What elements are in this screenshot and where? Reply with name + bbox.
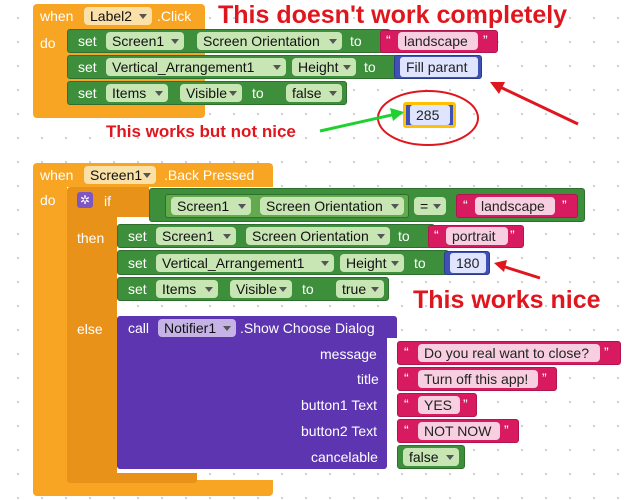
component-dropdown-screen1[interactable]: Screen1 [84, 166, 156, 184]
to-label: to [252, 85, 264, 101]
event-block-label2-body [33, 28, 65, 110]
to-label: to [364, 59, 376, 75]
annotation-bottom: This works nice [413, 286, 601, 314]
do-label: do [40, 35, 56, 51]
property-dropdown[interactable]: Screen Orientation [246, 227, 390, 245]
if-block-bottom [67, 473, 197, 483]
component-dropdown-notifier1[interactable]: Notifier1 [158, 319, 236, 337]
set-label: set [128, 228, 147, 244]
if-label: if [104, 193, 111, 209]
arg-label-message: message [320, 346, 377, 362]
annotation-middle: This works but not nice [106, 122, 296, 141]
event-name: .Click [157, 8, 192, 24]
string-value[interactable]: landscape [398, 32, 478, 50]
red-arrow-bottom-head [494, 260, 507, 272]
set-label: set [128, 281, 147, 297]
quote-right: ” [483, 32, 488, 48]
set-label: set [128, 255, 147, 271]
to-label: to [350, 33, 362, 49]
to-label: to [398, 228, 410, 244]
fill-parent-value[interactable]: Fill parant [400, 57, 478, 77]
component-dropdown[interactable]: Vertical_Arrangement1 [156, 254, 334, 272]
title-value[interactable]: Turn off this app! [418, 370, 538, 388]
quote-right: ” [504, 422, 509, 438]
property-dropdown[interactable]: Height [340, 254, 404, 272]
set-label: set [78, 59, 97, 75]
do-label: do [40, 192, 56, 208]
then-label: then [77, 230, 105, 246]
button2-value[interactable]: NOT NOW [418, 422, 500, 440]
property-dropdown[interactable]: Height [292, 58, 356, 76]
red-arrow-bottom-shaft [501, 264, 541, 280]
quote-right: ” [510, 227, 515, 243]
property-dropdown[interactable]: Visible [230, 280, 292, 298]
when-label: when [40, 8, 74, 24]
green-arrow-shaft [319, 112, 397, 133]
boolean-dropdown-false[interactable]: false [286, 84, 342, 102]
quote-left: “ [404, 422, 409, 438]
quote-left: “ [434, 227, 439, 243]
when-label: when [40, 167, 74, 183]
quote-left: “ [404, 370, 409, 386]
red-arrow-top-shaft [497, 84, 579, 126]
message-value[interactable]: Do you real want to close? [418, 344, 600, 362]
component-dropdown[interactable]: Screen1 [106, 32, 184, 50]
component-dropdown[interactable]: Items [106, 84, 168, 102]
cancelable-value[interactable]: false [403, 448, 459, 466]
quote-left: “ [404, 344, 409, 360]
component-dropdown[interactable]: Items [156, 280, 218, 298]
else-label: else [77, 321, 103, 337]
property-dropdown[interactable]: Screen Orientation [197, 32, 342, 50]
quote-left: “ [386, 32, 391, 48]
call-block-body [117, 338, 387, 469]
button1-value[interactable]: YES [418, 396, 460, 414]
method-name: .Show Choose Dialog [240, 320, 375, 336]
loose-number-value[interactable]: 285 [410, 105, 450, 125]
quote-right: ” [463, 396, 468, 412]
event-block-footer [33, 480, 273, 496]
property-dropdown[interactable]: Screen Orientation [260, 197, 404, 215]
set-label: set [78, 85, 97, 101]
arg-label-button1: button1 Text [301, 397, 378, 413]
quote-right: ” [604, 344, 609, 360]
string-value[interactable]: landscape [475, 197, 555, 215]
operator-dropdown[interactable]: = [414, 197, 446, 215]
quote-left: “ [404, 396, 409, 412]
set-label: set [78, 33, 97, 49]
gear-icon[interactable]: ✲ [77, 192, 93, 208]
component-dropdown[interactable]: Screen1 [171, 197, 251, 215]
arg-label-button2: button2 Text [301, 423, 378, 439]
string-value[interactable]: portrait [446, 227, 508, 245]
if-block-spine [67, 217, 117, 477]
component-dropdown[interactable]: Screen1 [156, 227, 236, 245]
to-label: to [302, 281, 314, 297]
red-arrow-top-head [490, 82, 505, 94]
arg-label-cancelable: cancelable [311, 449, 378, 465]
green-arrow-head [390, 108, 404, 121]
number-value[interactable]: 180 [450, 253, 486, 273]
quote-right: ” [562, 197, 567, 213]
to-label: to [414, 255, 426, 271]
property-dropdown[interactable]: Visible [180, 84, 242, 102]
call-label: call [128, 320, 150, 336]
annotation-top: This doesn't work completely [218, 1, 568, 29]
quote-left: “ [463, 197, 468, 213]
quote-right: ” [542, 370, 547, 386]
boolean-dropdown-true[interactable]: true [336, 280, 384, 298]
event-block-body-left [33, 187, 67, 484]
component-dropdown-label2[interactable]: Label2 [84, 7, 152, 25]
arg-label-title: title [357, 371, 379, 387]
event-name: .Back Pressed [164, 167, 255, 183]
component-dropdown[interactable]: Vertical_Arrangement1 [106, 58, 286, 76]
